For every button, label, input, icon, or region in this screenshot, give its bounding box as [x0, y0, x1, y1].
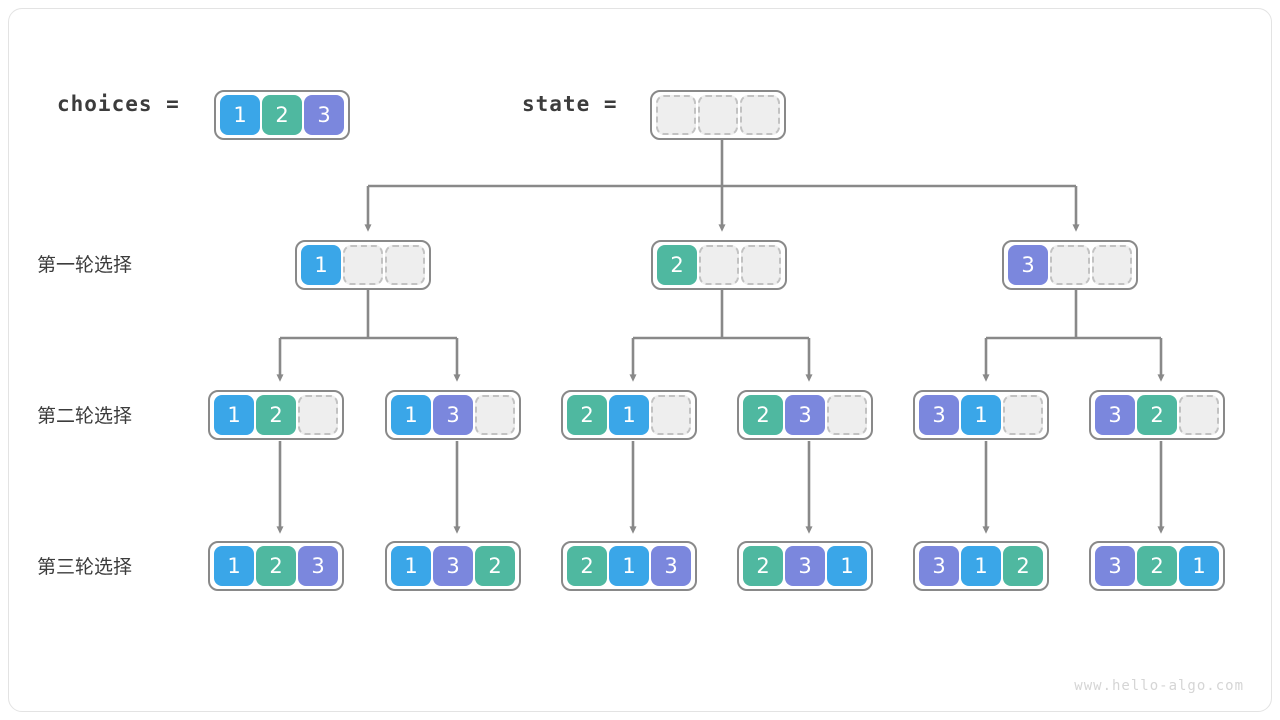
state-array-cell-1-empty [698, 95, 738, 135]
node-round-2-1-cell-1: 2 [256, 395, 296, 435]
node-round-3-6-cell-2: 1 [1179, 546, 1219, 586]
node-round-1-2[interactable]: 2 [651, 240, 787, 290]
node-round-3-5-cell-2: 2 [1003, 546, 1043, 586]
node-round-1-3-cell-2-empty [1092, 245, 1132, 285]
node-round-2-2-cell-1: 3 [433, 395, 473, 435]
node-round-3-5-cell-0: 3 [919, 546, 959, 586]
node-round-2-5-cell-2-empty [1003, 395, 1043, 435]
node-round-2-5-cell-1: 1 [961, 395, 1001, 435]
node-round-1-1-cell-1-empty [343, 245, 383, 285]
node-round-3-3-cell-0: 2 [567, 546, 607, 586]
state-label: state = [522, 92, 618, 116]
choices-array-cell-2: 3 [304, 95, 344, 135]
node-round-2-2-cell-0: 1 [391, 395, 431, 435]
node-round-2-6-cell-1: 2 [1137, 395, 1177, 435]
row-label-round-3: 第三轮选择 [37, 556, 133, 578]
node-round-2-4-cell-1: 3 [785, 395, 825, 435]
node-round-3-1-cell-2: 3 [298, 546, 338, 586]
choices-array-cell-0: 1 [220, 95, 260, 135]
node-round-3-2-cell-0: 1 [391, 546, 431, 586]
node-round-2-3-cell-1: 1 [609, 395, 649, 435]
node-round-3-4-cell-0: 2 [743, 546, 783, 586]
node-round-2-4-cell-2-empty [827, 395, 867, 435]
node-round-3-4-cell-2: 1 [827, 546, 867, 586]
node-round-2-6-cell-0: 3 [1095, 395, 1135, 435]
watermark: www.hello-algo.com [1074, 678, 1244, 694]
node-round-3-3-cell-2: 3 [651, 546, 691, 586]
node-round-3-6-cell-0: 3 [1095, 546, 1135, 586]
node-round-3-4-cell-1: 3 [785, 546, 825, 586]
node-round-1-1-cell-0: 1 [301, 245, 341, 285]
node-round-3-1-cell-1: 2 [256, 546, 296, 586]
row-label-round-2: 第二轮选择 [37, 405, 133, 427]
node-round-3-1-cell-0: 1 [214, 546, 254, 586]
node-round-2-1-cell-2-empty [298, 395, 338, 435]
node-round-3-5-cell-1: 1 [961, 546, 1001, 586]
row-label-round-1: 第一轮选择 [37, 254, 133, 276]
state-array-cell-2-empty [740, 95, 780, 135]
node-round-1-1[interactable]: 1 [295, 240, 431, 290]
node-round-2-6-cell-2-empty [1179, 395, 1219, 435]
node-round-3-6-cell-1: 2 [1137, 546, 1177, 586]
choices-label: choices = [57, 92, 180, 116]
node-round-3-2-cell-1: 3 [433, 546, 473, 586]
node-round-1-2-cell-1-empty [699, 245, 739, 285]
node-round-2-3-cell-2-empty [651, 395, 691, 435]
node-round-3-2-cell-2: 2 [475, 546, 515, 586]
node-round-1-2-cell-2-empty [741, 245, 781, 285]
node-round-1-3[interactable]: 3 [1002, 240, 1138, 290]
state-array[interactable] [650, 90, 786, 140]
node-round-1-3-cell-0: 3 [1008, 245, 1048, 285]
state-array-cell-0-empty [656, 95, 696, 135]
node-round-1-1-cell-2-empty [385, 245, 425, 285]
node-round-1-3-cell-1-empty [1050, 245, 1090, 285]
node-round-3-3-cell-1: 1 [609, 546, 649, 586]
diagram-frame [8, 8, 1272, 712]
choices-array-cell-1: 2 [262, 95, 302, 135]
node-round-1-2-cell-0: 2 [657, 245, 697, 285]
node-round-2-2-cell-2-empty [475, 395, 515, 435]
node-round-2-4-cell-0: 2 [743, 395, 783, 435]
node-round-2-3-cell-0: 2 [567, 395, 607, 435]
node-round-2-5-cell-0: 3 [919, 395, 959, 435]
node-round-2-1-cell-0: 1 [214, 395, 254, 435]
